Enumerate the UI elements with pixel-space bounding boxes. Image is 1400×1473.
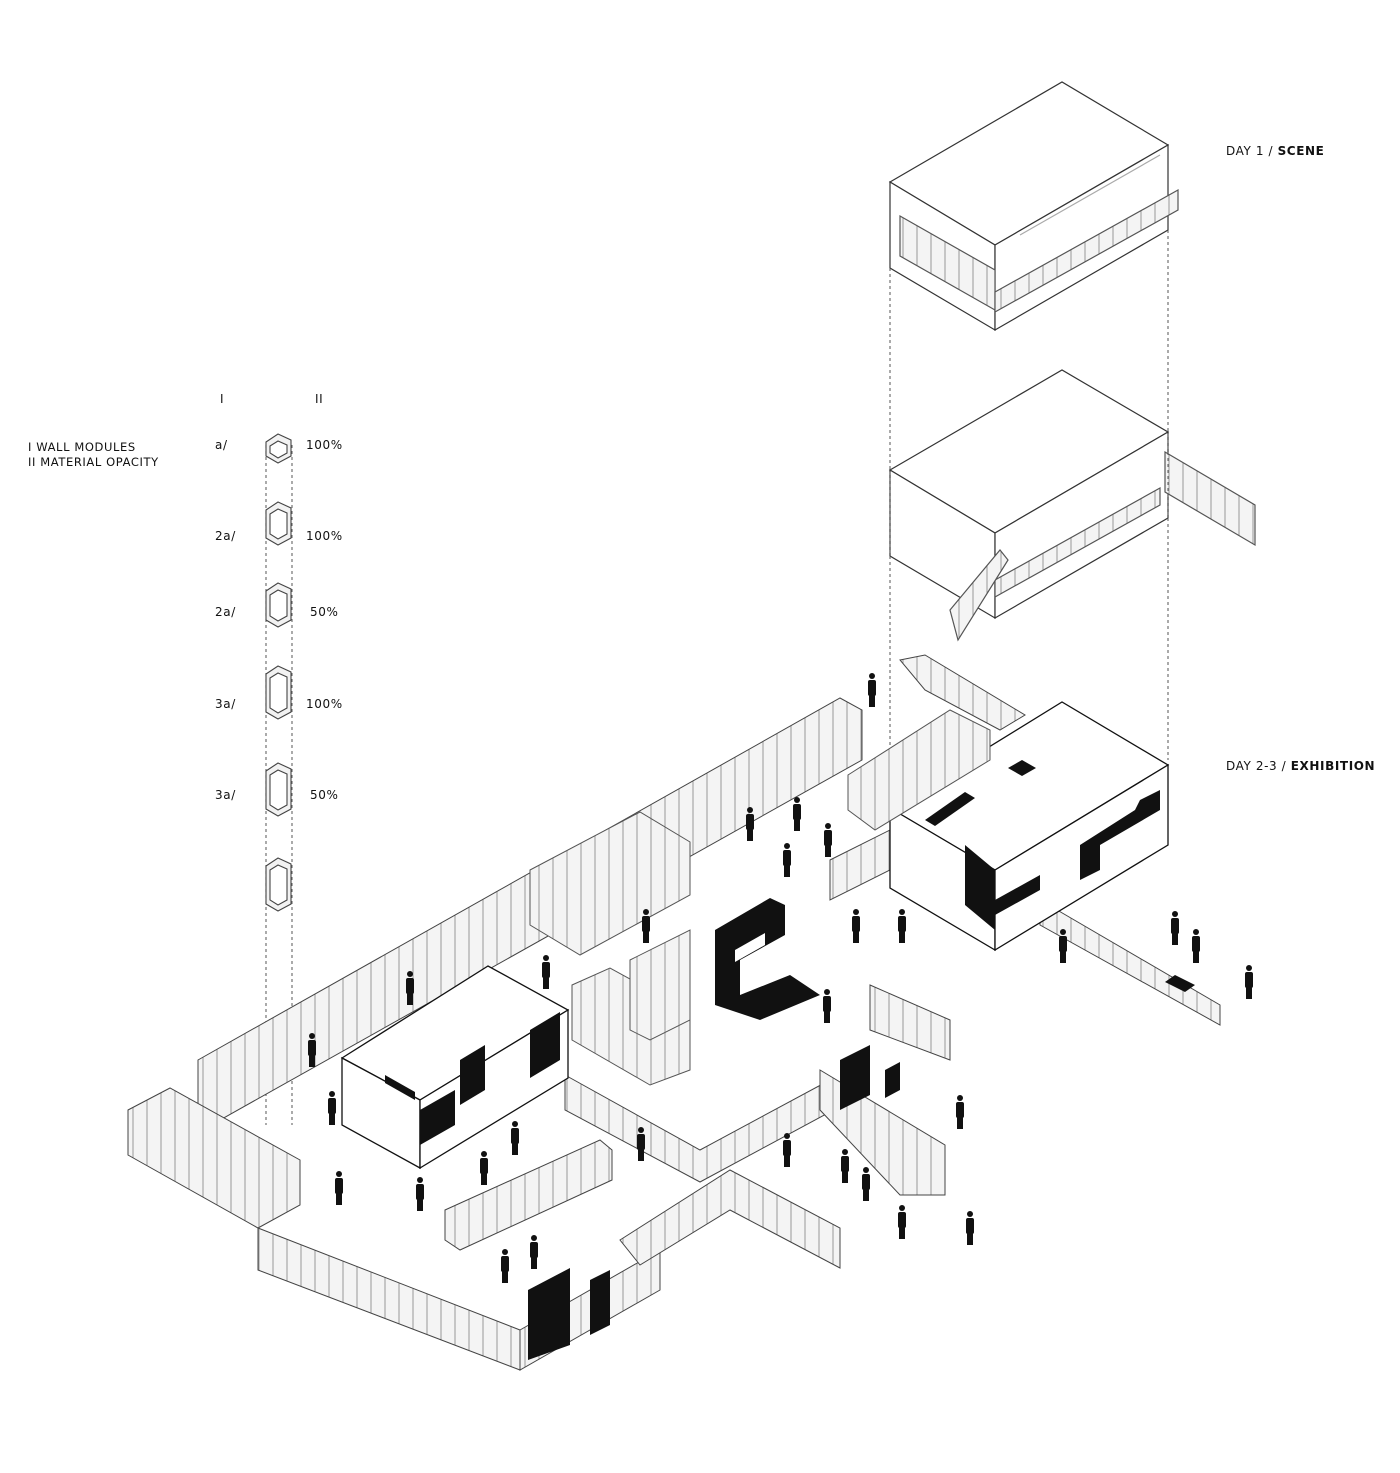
legend-row-1-opacity: 100% <box>306 438 343 452</box>
person-figure <box>501 1249 509 1283</box>
person-figure <box>1245 965 1253 999</box>
person-figure <box>852 909 860 943</box>
person-figure <box>1192 929 1200 963</box>
exhibition-cube-right <box>888 701 1170 952</box>
legend-module-3a-half-icon <box>265 762 292 817</box>
black-panels-lower <box>528 975 1195 1360</box>
person-figure <box>335 1171 343 1205</box>
person-figure <box>416 1177 424 1211</box>
person-figure <box>966 1211 974 1245</box>
legend-module-2a-full-icon <box>265 501 292 546</box>
person-figure <box>783 1133 791 1167</box>
person-figure <box>637 1127 645 1161</box>
person-figure <box>783 843 791 877</box>
person-figure <box>841 1149 849 1183</box>
person-figure <box>1059 929 1067 963</box>
person-figure <box>793 797 801 831</box>
person-figure <box>746 807 754 841</box>
person-figure <box>642 909 650 943</box>
black-frame-structure <box>715 898 820 1020</box>
day1-scene-box <box>888 81 1179 332</box>
legend-module-3a-full-icon <box>265 665 292 720</box>
phase-day1-prefix: DAY 1 / <box>1226 144 1278 158</box>
person-figure <box>956 1095 964 1129</box>
day1-stage-box <box>888 369 1256 642</box>
legend-row-3-opacity: 50% <box>310 605 339 619</box>
person-figure <box>1171 911 1179 945</box>
person-figure <box>542 955 550 989</box>
phase-label-day23: DAY 2-3 / EXHIBITION <box>1226 759 1375 773</box>
person-figure <box>530 1235 538 1269</box>
legend-heading-opacity: II <box>315 392 324 406</box>
legend-row-5-module: 3a/ <box>215 788 236 802</box>
phase-day1-name: SCENE <box>1277 144 1325 158</box>
legend-row-2-opacity: 100% <box>306 529 343 543</box>
person-figure <box>511 1121 519 1155</box>
person-figure <box>406 971 414 1005</box>
legend-module-extra-icon <box>265 857 292 912</box>
legend-module-2a-half-icon <box>265 582 292 628</box>
exhibition-cube-left <box>340 965 570 1170</box>
projection-lines <box>889 230 1169 800</box>
legend-heading-modules: I <box>220 392 225 406</box>
legend-module-a-icon <box>265 433 292 464</box>
legend-key-wall-modules: I WALL MODULES <box>28 440 136 454</box>
person-figure <box>862 1167 870 1201</box>
people <box>308 673 1253 1283</box>
phase-day23-prefix: DAY 2-3 / <box>1226 759 1291 773</box>
legend-module-stack <box>265 433 293 1125</box>
phase-day23-name: EXHIBITION <box>1290 759 1376 773</box>
person-figure <box>824 823 832 857</box>
person-figure <box>328 1091 336 1125</box>
legend-row-5-opacity: 50% <box>310 788 339 802</box>
person-figure <box>308 1033 316 1067</box>
legend-row-4-opacity: 100% <box>306 697 343 711</box>
person-figure <box>480 1151 488 1185</box>
person-figure <box>823 989 831 1023</box>
legend-row-2-module: 2a/ <box>215 529 236 543</box>
person-figure <box>898 909 906 943</box>
legend-row-4-module: 3a/ <box>215 697 236 711</box>
legend-row-1-module: a/ <box>215 438 228 452</box>
legend-key-material-opacity: II MATERIAL OPACITY <box>28 455 159 469</box>
legend-row-3-module: 2a/ <box>215 605 236 619</box>
glass-pavilions <box>529 709 991 1086</box>
person-figure <box>898 1205 906 1239</box>
phase-label-day1: DAY 1 / SCENE <box>1226 144 1324 158</box>
person-figure <box>868 673 876 707</box>
